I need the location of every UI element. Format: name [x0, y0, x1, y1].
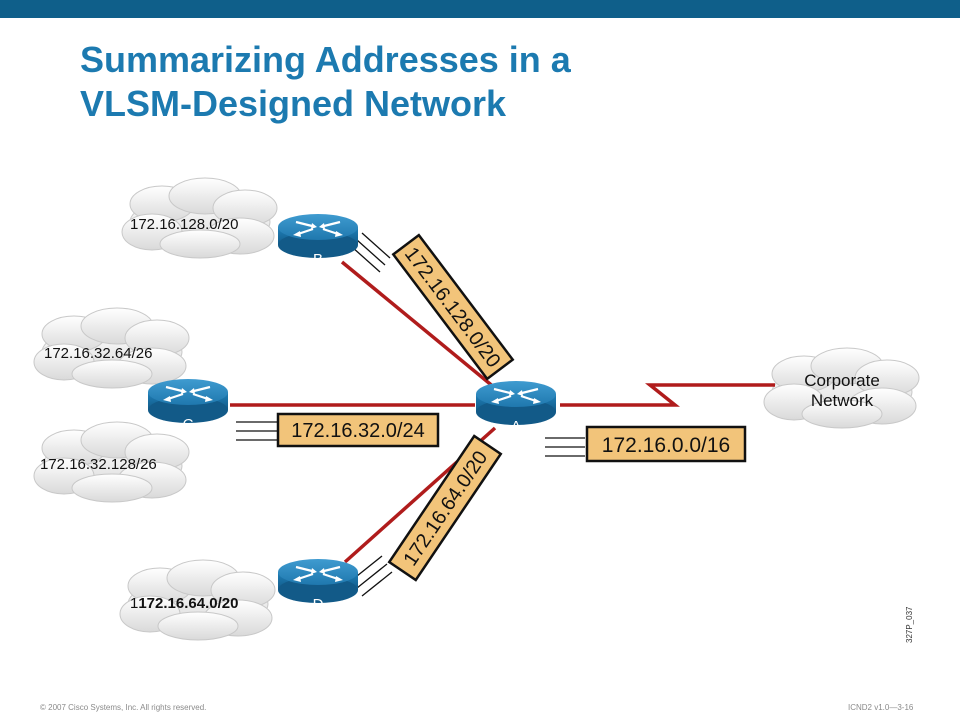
- top-banner: [0, 0, 960, 18]
- summary-c-a-text: 172.16.32.0/24: [291, 420, 424, 442]
- cloud-d-label: 1172.16.64.0/20: [130, 595, 238, 612]
- summary-a-corp-text: 172.16.0.0/16: [602, 434, 730, 457]
- course-footer: ICND2 v1.0—3-16: [848, 703, 914, 712]
- router-a-label: A: [511, 418, 521, 435]
- slide-title: Summarizing Addresses in a VLSM-Designed…: [80, 38, 571, 126]
- router-b: B: [276, 212, 360, 268]
- advertisement-markers: [236, 232, 585, 597]
- cloud-b-label: 172.16.128.0/20: [130, 216, 238, 233]
- corporate-network-label-1: Corporate: [804, 371, 880, 390]
- figure-id: 327P_037: [905, 606, 914, 643]
- cloud-c-lower-label: 172.16.32.128/26: [40, 456, 157, 473]
- link-b-a: [340, 260, 497, 390]
- title-line-1: Summarizing Addresses in a: [80, 39, 571, 80]
- router-d: D: [276, 557, 360, 613]
- cloud-d-label-prefix: 1: [130, 595, 138, 612]
- cloud-c-upper-label: 172.16.32.64/26: [44, 345, 152, 362]
- router-d-label: D: [313, 596, 324, 613]
- summary-d-a-text: 172.16.64.0/20: [399, 447, 492, 570]
- router-a: A: [474, 379, 558, 435]
- cloud-d-label-net: 172.16.64.0/20: [138, 595, 238, 612]
- link-a-corporate: [560, 383, 775, 407]
- router-b-label: B: [313, 251, 323, 268]
- router-c-label: C: [183, 416, 194, 433]
- router-c: C: [146, 377, 230, 433]
- copyright-footer: © 2007 Cisco Systems, Inc. All rights re…: [40, 703, 207, 712]
- title-line-2: VLSM-Designed Network: [80, 83, 507, 124]
- summary-label-a-corporate: 172.16.0.0/16: [585, 425, 747, 463]
- network-links: [230, 260, 775, 564]
- summary-label-b-a: 172.16.128.0/20: [391, 233, 515, 381]
- corporate-network-label-2: Network: [811, 391, 874, 410]
- summary-label-c-a: 172.16.32.0/24: [276, 412, 440, 448]
